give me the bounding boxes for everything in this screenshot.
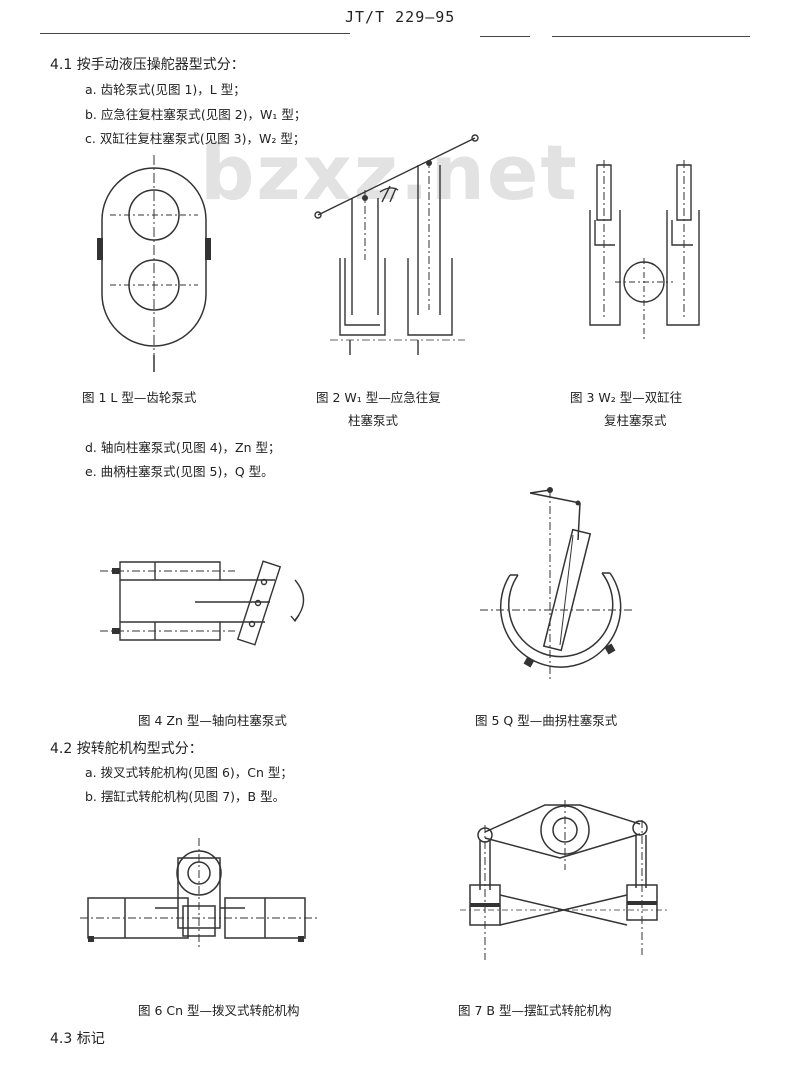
figure-4-caption: 图 4 Zn 型—轴向柱塞泵式 [138,713,287,728]
list-item: b. 摆缸式转舵机构(见图 7)，B 型。 [85,789,286,804]
figure-7-drawing [460,800,680,980]
figure-1-caption: 图 1 L 型—齿轮泵式 [82,390,197,405]
watermark: bzxz.net [200,128,579,217]
header-rule-left [40,33,350,34]
list-item: a. 齿轮泵式(见图 1)，L 型； [85,82,246,97]
section-4-2-heading: 4.2 按转舵机构型式分： [50,741,203,757]
list-item: d. 轴向柱塞泵式(见图 4)，Zn 型； [85,440,281,455]
header-rule-right [552,36,750,37]
figure-7-caption: 图 7 B 型—摆缸式转舵机构 [458,1003,612,1018]
standard-number: JT/T 229—95 [345,8,456,26]
figure-4-drawing [100,550,330,660]
figure-2-caption-line1: 图 2 W₁ 型—应急往复 [316,390,441,405]
section-4-1-heading: 4.1 按手动液压操舵器型式分： [50,57,245,73]
figure-3-caption-line2: 复柱塞泵式 [604,413,667,428]
figure-6-caption: 图 6 Cn 型—拨叉式转舵机构 [138,1003,300,1018]
figure-3-drawing [575,160,725,360]
list-item: a. 拨叉式转舵机构(见图 6)，Cn 型； [85,765,293,780]
figure-3-caption-line1: 图 3 W₂ 型—双缸往 [570,390,683,405]
figure-1-drawing [97,150,211,380]
figure-5-caption: 图 5 Q 型—曲拐柱塞泵式 [475,713,618,728]
figure-5-drawing [470,487,660,685]
figure-2-drawing [310,130,490,370]
figure-2-caption-line2: 柱塞泵式 [348,413,399,428]
list-item: c. 双缸往复柱塞泵式(见图 3)，W₂ 型； [85,131,306,146]
header-rule-mid [480,36,530,37]
list-item: e. 曲柄柱塞泵式(见图 5)，Q 型。 [85,464,274,479]
figure-6-drawing [80,828,320,958]
list-item: b. 应急往复柱塞泵式(见图 2)，W₁ 型； [85,107,307,122]
section-4-3-heading: 4.3 标记 [50,1031,105,1047]
